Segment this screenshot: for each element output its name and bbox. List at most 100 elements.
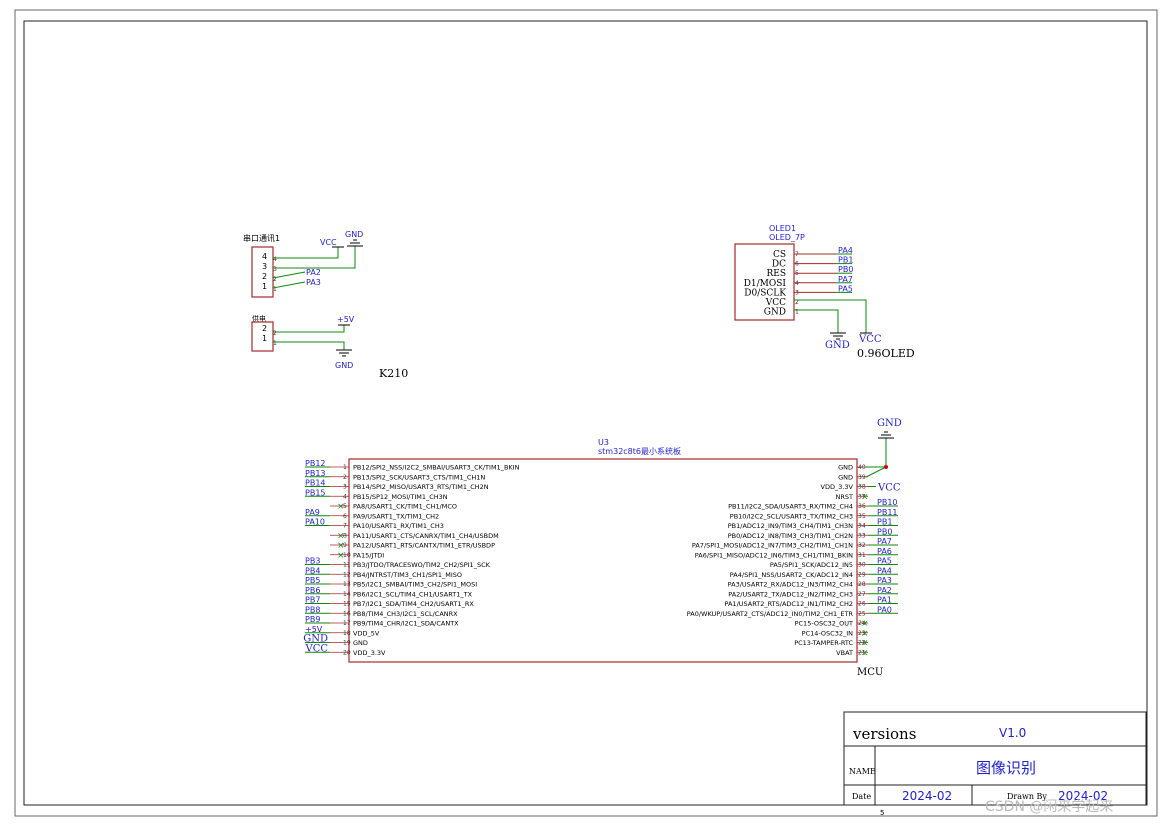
mcu-right-pin-number: 32 bbox=[858, 542, 866, 549]
serial-pin-number: 1 bbox=[273, 286, 277, 293]
mcu-left-net-label: PB14 bbox=[305, 479, 326, 488]
mcu-right-pin-number: 23 bbox=[858, 630, 866, 637]
title-name: 图像识别 bbox=[976, 759, 1036, 777]
oled-pin-number: 2 bbox=[795, 299, 799, 306]
title-version: V1.0 bbox=[999, 726, 1026, 740]
wire-oled-vcc bbox=[794, 299, 867, 333]
oled-module: OLED1 OLED_7P CS7PA4DC6PB1RES5PB0D1/MOSI… bbox=[734, 224, 915, 360]
oled-pin-number: 1 bbox=[795, 309, 799, 316]
mcu-no-connect: × bbox=[861, 629, 869, 639]
mcu-right-pin-number: 22 bbox=[858, 640, 866, 647]
title-date-label: Date bbox=[852, 792, 871, 801]
oled-pin-label: RES bbox=[766, 269, 786, 279]
mcu-left-net-label: PB6 bbox=[305, 586, 320, 595]
mcu-left-pin-number: 13 bbox=[343, 581, 351, 588]
oled-pin-label: CS bbox=[773, 250, 786, 260]
mcu-left-pin-number: 5 bbox=[343, 503, 347, 510]
mcu-ref: U3 bbox=[598, 438, 609, 447]
mcu-right-pin-number: 31 bbox=[858, 552, 866, 559]
mcu-right-pin-number: 39 bbox=[858, 474, 866, 481]
title-date: 2024-02 bbox=[902, 789, 952, 803]
mcu-right-pin-label: PC14-OSC32_IN bbox=[802, 629, 853, 637]
mcu-right-pin-label: GND bbox=[838, 473, 853, 481]
mcu-right-pin-number: 37 bbox=[858, 493, 866, 500]
mcu-right-pin-label: PA4/SPI1_NSS/USART2_CK/ADC12_IN4 bbox=[730, 571, 853, 579]
mcu-left-pin-label: PB7/I2C1_SDA/TIM4_CH2/USART1_RX bbox=[353, 600, 474, 608]
mcu-right-pin-number: 29 bbox=[858, 571, 866, 578]
mcu-right-pin-number: 34 bbox=[858, 523, 866, 530]
mcu-right-pin-label: PB11/I2C2_SDA/USART3_RX/TIM2_CH4 bbox=[728, 503, 853, 511]
serial-pin-number: 4 bbox=[273, 256, 277, 263]
mcu-left-net-label: PB12 bbox=[305, 459, 326, 468]
wire-mcu-gnd-39 bbox=[865, 466, 887, 478]
sheet-inner-border bbox=[23, 20, 1148, 806]
mcu-left-net-label: +5V bbox=[305, 625, 323, 634]
serial-pin-label: 3 bbox=[262, 262, 267, 271]
title-versions-label: versions bbox=[852, 725, 916, 743]
mcu-left-pin-number: 6 bbox=[343, 513, 347, 520]
mcu-right-net-label: PA5 bbox=[877, 557, 892, 566]
mcu-right-pin-label: PA2/USART2_TX/ADC12_IN2/TIM2_CH3 bbox=[728, 590, 853, 598]
power-pin-number: 2 bbox=[273, 330, 277, 337]
mcu-no-connect: × bbox=[337, 531, 345, 541]
mcu-right-net-label: PA1 bbox=[877, 596, 892, 605]
mcu-body bbox=[348, 458, 858, 663]
oled-pin-label: DC bbox=[772, 260, 786, 270]
mcu-right-net-label: PA0 bbox=[877, 605, 892, 614]
mcu-left-pin-label: PB14/SPI2_MISO/USART3_RTS/TIM1_CH2N bbox=[353, 483, 489, 491]
mcu-right-pin-number: 36 bbox=[858, 503, 866, 510]
mcu-left-net-label: PB15 bbox=[305, 488, 326, 497]
mcu-left-pin-label: PB5/I2C1_SMBAI/TIM3_CH2/SPI1_MOSI bbox=[353, 581, 477, 589]
wire-serial-gnd bbox=[273, 246, 356, 269]
mcu-no-connect: × bbox=[337, 502, 345, 512]
mcu-right-pin-label: PA7/SPI1_MOSI/ADC12_IN7/TIM3_CH2/TIM1_CH… bbox=[692, 542, 853, 550]
serial-pin-number: 3 bbox=[273, 266, 277, 273]
net-label-serial-pa2: PA2 bbox=[306, 268, 321, 277]
mcu-left-pin-number: 15 bbox=[343, 601, 351, 608]
mcu-right-pin-label: PC15-OSC32_OUT bbox=[795, 620, 853, 628]
mcu-left-net-label: PB7 bbox=[305, 596, 320, 605]
title-sheet: 5 bbox=[880, 809, 884, 817]
mcu-right-pin-label: VDD_3.3V bbox=[821, 483, 854, 491]
mcu-left-net-label: PA9 bbox=[305, 508, 320, 517]
mcu-right-pin-label: PA6/SPI1_MISO/ADC12_IN6/TIM3_CH1/TIM1_BK… bbox=[695, 551, 853, 559]
mcu-right-pin-label: PB10/I2C2_SCL/USART3_TX/TIM2_CH3 bbox=[730, 512, 853, 520]
wire-power-gnd bbox=[273, 341, 345, 350]
oled-net-label: PB0 bbox=[838, 265, 853, 274]
mcu-left-pin-label: PA9/USART1_TX/TIM1_CH2 bbox=[353, 512, 439, 520]
wire-oled-gnd bbox=[794, 309, 839, 333]
mcu-left-pin-number: 4 bbox=[343, 493, 347, 500]
oled-net-label: PA7 bbox=[838, 275, 853, 284]
oled-pin-label: D1/MOSI bbox=[744, 279, 787, 289]
mcu-right-pin-label: PA3/USART2_RX/ADC12_IN3/TIM2_CH4 bbox=[728, 581, 853, 589]
k210-label: K210 bbox=[379, 367, 408, 380]
mcu-left-pin-number: 16 bbox=[343, 610, 351, 617]
mcu-left-net-label: PB5 bbox=[305, 576, 320, 585]
mcu-left-pin-label: PA10/USART1_RX/TIM1_CH3 bbox=[353, 522, 444, 530]
mcu-left-pin-number: 2 bbox=[343, 474, 347, 481]
mcu-left-pin-label: PA12/USART1_RTS/CANTX/TIM1_ETR/USBDP bbox=[353, 542, 495, 550]
mcu-part: stm32c8t6最小系统板 bbox=[598, 446, 681, 456]
net-label-power-gnd: GND bbox=[335, 361, 353, 370]
wire-serial-pa3 bbox=[272, 281, 306, 289]
mcu-left-pin-number: 10 bbox=[343, 552, 351, 559]
net-label-serial-gnd: GND bbox=[345, 230, 363, 239]
net-label-power-5v: +5V bbox=[337, 315, 355, 324]
mcu-left-pin-label: PA15/JTDI bbox=[353, 551, 384, 559]
mcu-left-pin-label: VDD_5V bbox=[353, 629, 380, 637]
mcu-left-pin-label: PB3/JTDO/TRACESWO/TIM2_CH2/SPI1_SCK bbox=[353, 561, 491, 569]
mcu-left-pin-label: PB15/SP12_MOSI/TIM1_CH3N bbox=[353, 493, 448, 501]
mcu-left-net-label: GND bbox=[303, 634, 328, 645]
mcu-right-pin-label: VBAT bbox=[836, 649, 853, 657]
oled-part: OLED_7P bbox=[769, 233, 805, 242]
mcu-no-connect: × bbox=[337, 551, 345, 561]
mcu-right-pin-label: PA1/USART2_RTS/ADC12_IN1/TIM2_CH2 bbox=[724, 600, 853, 608]
net-label-serial-pa3: PA3 bbox=[306, 278, 321, 287]
oled-pin-label: D0/SCLK bbox=[744, 288, 786, 298]
mcu-left-pin-number: 14 bbox=[343, 591, 351, 598]
gnd-symbol-serial bbox=[347, 239, 363, 247]
mcu-left-pin-number: 19 bbox=[343, 640, 351, 647]
mcu-left-pin-number: 9 bbox=[343, 542, 347, 549]
mcu-left-pin-label: PA8/USART1_CK/TIM1_CH1/MCO bbox=[353, 503, 457, 511]
